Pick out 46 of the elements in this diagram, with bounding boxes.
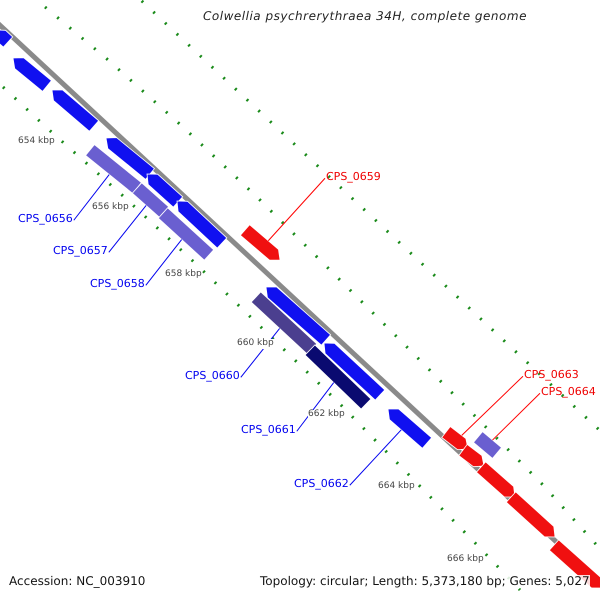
gene-label: CPS_0656 bbox=[18, 213, 73, 226]
gene-bar bbox=[85, 144, 142, 194]
leader-line bbox=[108, 204, 147, 253]
gene-bar bbox=[158, 207, 214, 261]
gene-label: CPS_0658 bbox=[90, 278, 145, 290]
gene-block bbox=[548, 539, 600, 588]
gene-block bbox=[324, 342, 386, 401]
gene-block bbox=[506, 491, 556, 538]
gene-block bbox=[388, 408, 432, 449]
gene-block bbox=[441, 426, 468, 450]
leader-line bbox=[349, 429, 402, 486]
gene-bar bbox=[472, 431, 502, 459]
leader-line bbox=[73, 174, 110, 221]
gene-bar bbox=[132, 182, 170, 218]
scale-label: 664 kbp bbox=[378, 482, 415, 492]
diagram-title: Colwellia psychrerythraea 34H, complete genome bbox=[202, 10, 528, 24]
gene-label: CPS_0664 bbox=[541, 386, 596, 398]
accession-text: Accession: NC_003910 bbox=[9, 575, 146, 588]
gene-block bbox=[476, 461, 516, 498]
scale-label: 662 kbp bbox=[308, 410, 345, 420]
gene-label: CPS_0659 bbox=[326, 171, 381, 184]
gene-block bbox=[0, 30, 14, 48]
leader-line bbox=[461, 376, 524, 436]
scale-label: 666 kbp bbox=[447, 555, 484, 565]
gene-block bbox=[106, 137, 155, 180]
gene-label: CPS_0663 bbox=[524, 369, 579, 382]
gene-label: CPS_0662 bbox=[294, 478, 349, 490]
leader-line bbox=[492, 392, 540, 441]
scale-label: 656 kbp bbox=[92, 203, 129, 213]
leader-line bbox=[268, 178, 326, 242]
gene-label: CPS_0660 bbox=[185, 370, 240, 382]
gene-block bbox=[12, 57, 52, 92]
gene-bar bbox=[304, 344, 372, 410]
gene-label: CPS_0661 bbox=[241, 424, 296, 436]
gene-label: CPS_0657 bbox=[53, 245, 108, 258]
gene-block bbox=[458, 444, 484, 468]
leader-line bbox=[296, 382, 334, 432]
genome-stats: Topology: circular; Length: 5,373,180 bp; Genes: 5,027 bbox=[260, 575, 590, 588]
gene-block bbox=[240, 224, 280, 260]
gene-block bbox=[52, 90, 100, 132]
scale-label: 658 kbp bbox=[165, 270, 202, 280]
scale-label: 660 kbp bbox=[237, 339, 274, 349]
leader-line bbox=[145, 239, 182, 286]
gene-block bbox=[146, 174, 184, 208]
scale-label: 654 kbp bbox=[18, 137, 55, 147]
gene-block bbox=[176, 200, 228, 249]
